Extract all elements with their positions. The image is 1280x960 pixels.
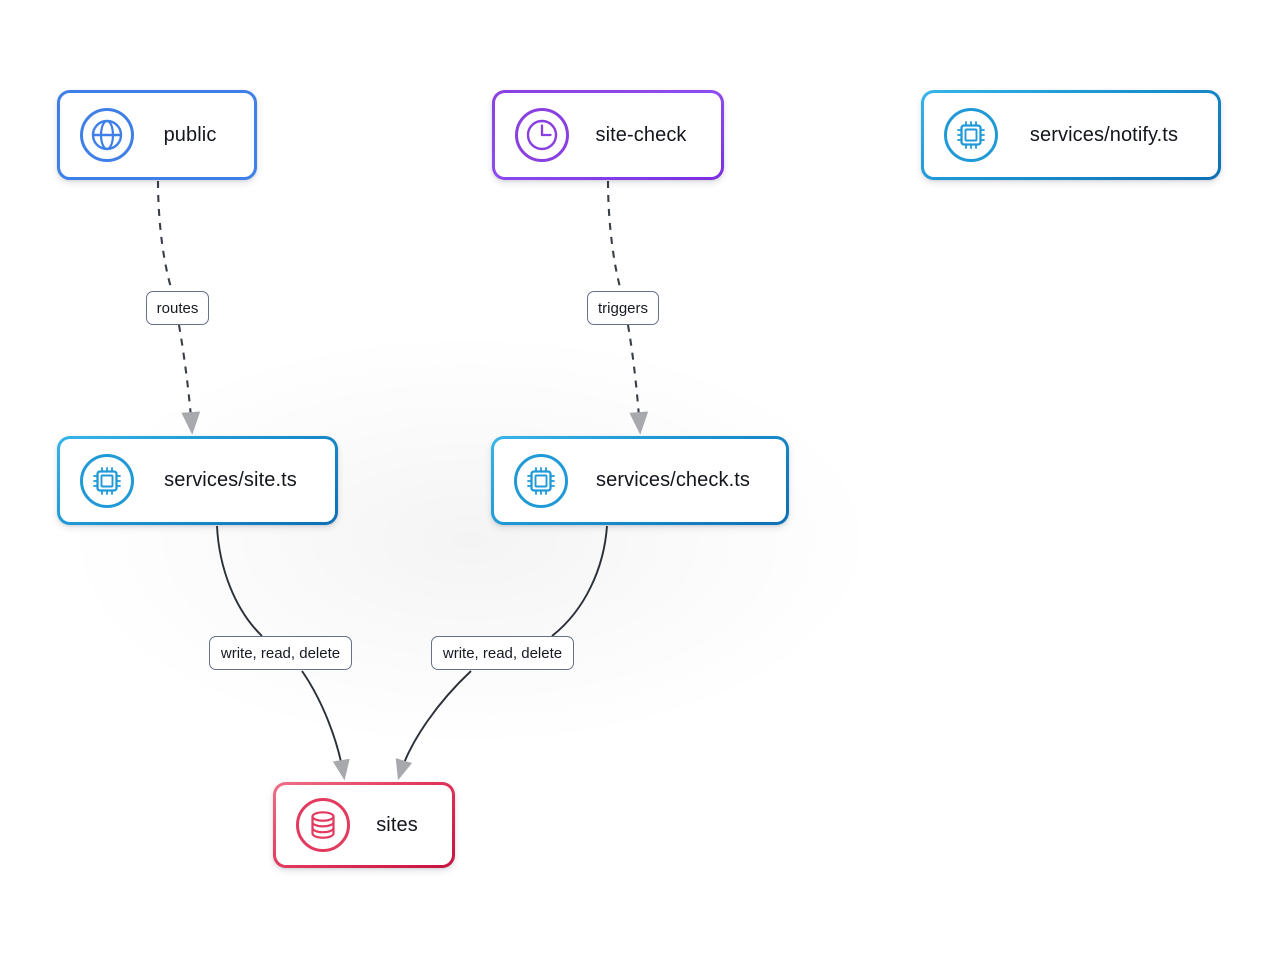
edge-label-triggers[interactable]: triggers — [587, 291, 659, 325]
edge-label-check-to-sites[interactable]: write, read, delete — [431, 636, 574, 670]
edge-check-to-sites-lower — [395, 670, 472, 781]
node-label-site-check: site-check — [595, 123, 687, 146]
node-label-services-site: services/site.ts — [164, 469, 297, 491]
edge-sitecheck-to-check-lower — [626, 324, 649, 435]
node-label-sites: sites — [376, 813, 418, 836]
chip-icon — [512, 452, 570, 510]
clock-icon — [513, 106, 571, 164]
edge-label-site-to-sites[interactable]: write, read, delete — [209, 636, 352, 670]
node-site-check[interactable]: site-check — [492, 90, 724, 180]
edge-sitecheck-to-check-upper — [606, 180, 623, 292]
chip-icon — [942, 106, 1000, 164]
node-services-check[interactable]: services/check.ts — [491, 436, 789, 525]
edge-check-to-sites-upper — [551, 525, 608, 637]
edge-site-to-sites-upper — [216, 525, 263, 637]
node-public[interactable]: public — [57, 90, 257, 180]
edge-public-to-site-lower — [177, 324, 201, 435]
node-sites[interactable]: sites — [273, 782, 455, 868]
globe-icon — [78, 106, 136, 164]
database-icon — [294, 796, 352, 854]
edge-label-routes[interactable]: routes — [146, 291, 209, 325]
edge-public-to-site-upper — [156, 180, 174, 292]
node-services-site[interactable]: services/site.ts — [57, 436, 338, 525]
chip-icon — [78, 452, 136, 510]
edge-site-to-sites-lower — [301, 670, 350, 781]
node-label-services-check: services/check.ts — [596, 469, 750, 491]
node-label-public: public — [163, 123, 217, 146]
node-services-notify[interactable]: services/notify.ts — [921, 90, 1221, 180]
node-label-services-notify: services/notify.ts — [1029, 123, 1179, 146]
